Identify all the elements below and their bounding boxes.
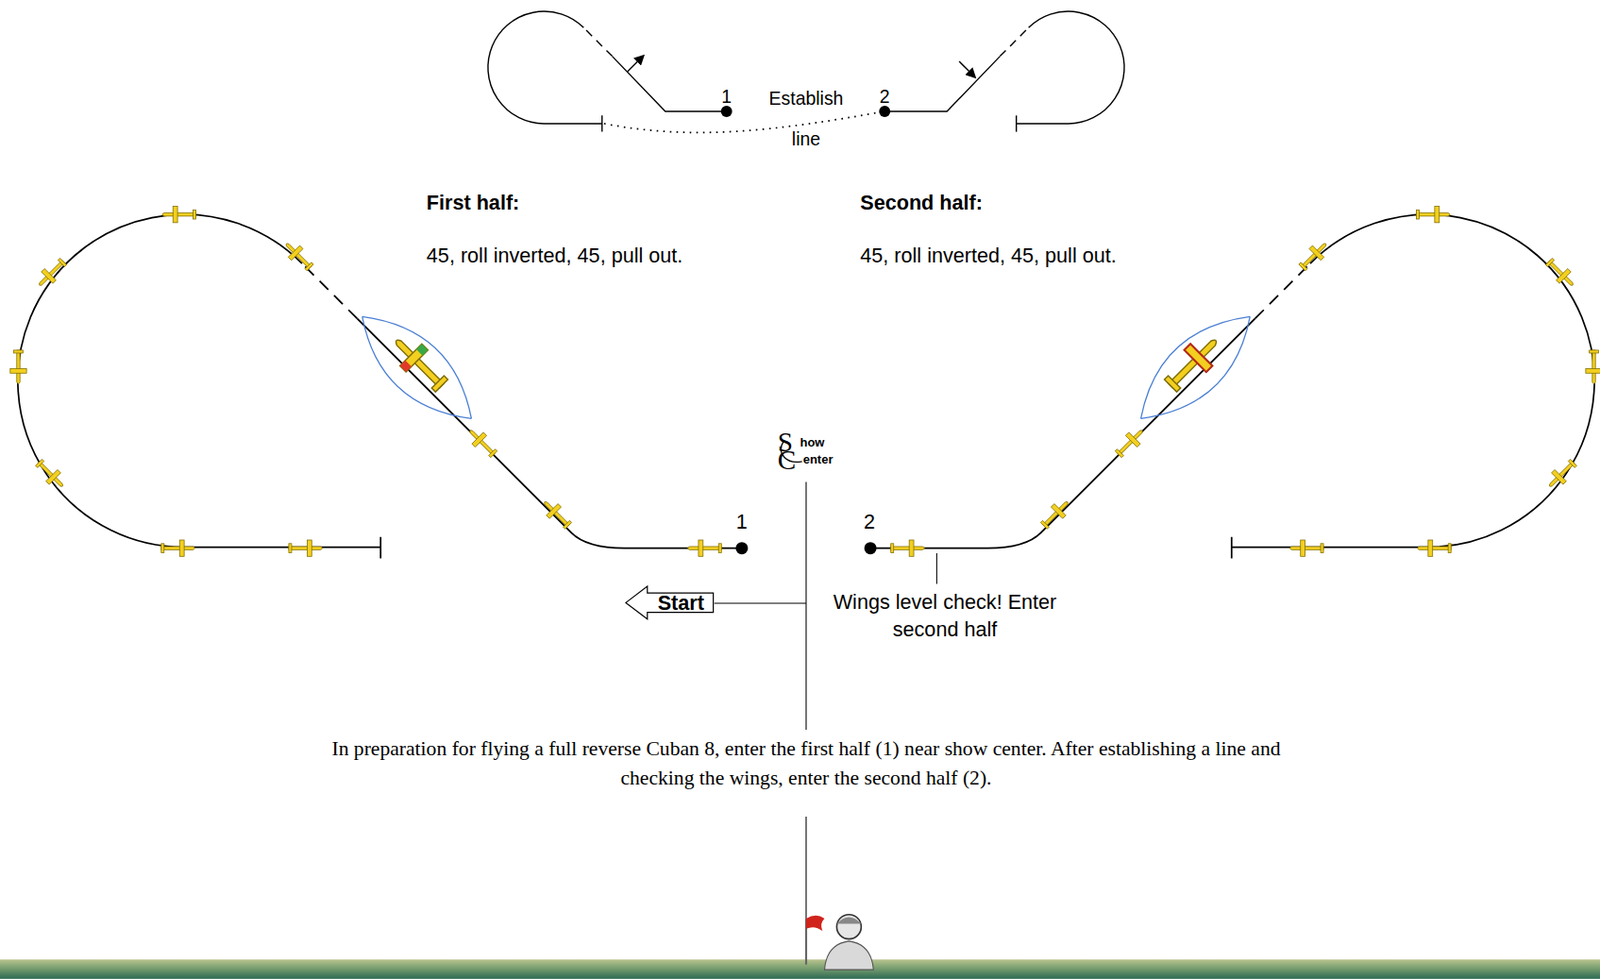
pilot-figure: [824, 914, 874, 970]
aircraft: [1585, 350, 1600, 385]
rolling-aircraft: [385, 329, 453, 397]
start-arrow: Start: [624, 585, 715, 621]
overview-figure: [488, 11, 1125, 133]
callout-number: 2: [863, 509, 876, 535]
aircraft: [33, 255, 69, 291]
aircraft: [1289, 539, 1324, 556]
aircraft: [33, 456, 68, 492]
logo-letter: C: [777, 443, 796, 477]
aircraft: [1417, 539, 1452, 556]
callout-note: Wings level check! Enter second half: [826, 588, 1064, 643]
ground: [0, 959, 1600, 979]
callout-number: 1: [736, 509, 748, 535]
instruction-text: 45, roll inverted, 45, pull out.: [426, 243, 683, 269]
aircraft: [1038, 496, 1074, 532]
logo-text: how: [800, 435, 826, 451]
callout-number: 1: [721, 85, 732, 108]
section-heading: Second half:: [859, 190, 983, 216]
aircraft: [1544, 456, 1580, 492]
overview-note: line: [791, 128, 821, 151]
rolling-aircraft: [1159, 329, 1227, 397]
aircraft: [538, 496, 574, 532]
aircraft: [10, 350, 27, 385]
aircraft: [1112, 424, 1148, 460]
aircraft: [688, 539, 723, 556]
section-heading: First half:: [426, 190, 520, 216]
caption: In preparation for flying a full reverse…: [305, 734, 1306, 792]
aircraft: [1296, 237, 1331, 273]
aircraft: [280, 237, 316, 273]
callout-number: 2: [879, 85, 891, 108]
show-center-line: [714, 481, 938, 919]
aircraft-positions: [10, 206, 1600, 557]
arrow-label: Start: [657, 590, 705, 616]
aircraft: [891, 539, 926, 556]
overview-note: Establish: [769, 87, 844, 110]
aircraft: [161, 539, 196, 556]
aircraft: [1543, 255, 1579, 291]
aircraft: [1415, 206, 1450, 223]
instruction-text: 45, roll inverted, 45, pull out.: [859, 243, 1116, 269]
aircraft: [162, 206, 197, 223]
aircraft: [464, 424, 500, 460]
logo-text: enter: [803, 452, 834, 468]
aircraft: [288, 539, 323, 556]
first-half-path: [17, 214, 742, 558]
